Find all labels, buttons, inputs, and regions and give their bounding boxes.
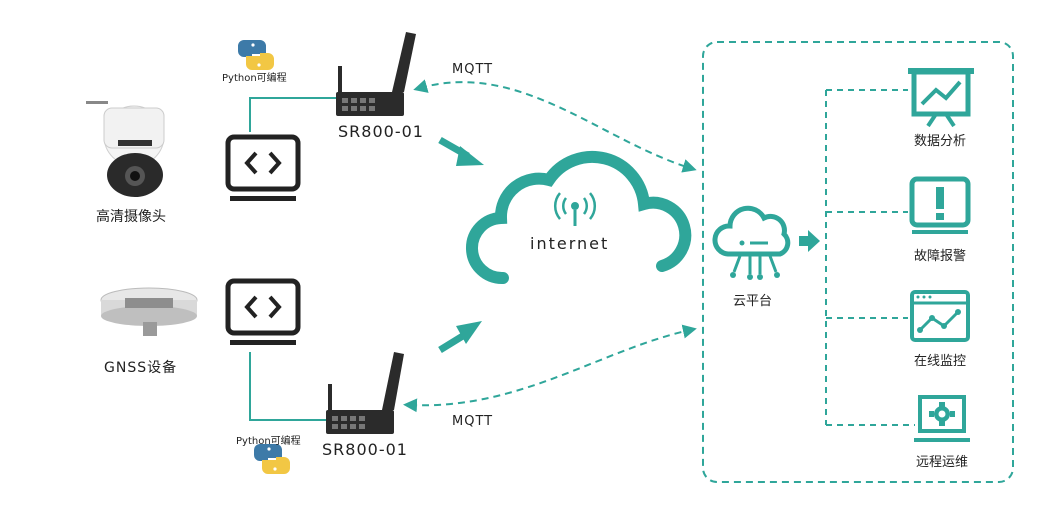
arrow-platform-to-functions: [799, 230, 820, 252]
remote-maintenance-icon: [914, 395, 970, 442]
camera-icon: [86, 101, 165, 197]
link-line-bottom: [249, 352, 326, 421]
mqtt-label-top: MQTT: [452, 62, 494, 77]
function-tree-lines: [825, 89, 915, 426]
internet-cloud-icon: [466, 150, 692, 284]
arrow-router-to-cloud-top: [438, 136, 484, 166]
signal-tower-icon: [553, 192, 597, 226]
mqtt-link-bottom: [403, 324, 697, 413]
monitor-icon-bottom: [225, 278, 301, 345]
router-icon-top: [336, 32, 416, 116]
arrow-router-to-cloud-bottom: [438, 321, 482, 353]
monitor-icon-top: [225, 134, 301, 201]
data-analysis-icon: [908, 68, 974, 128]
python-label-bottom: Python可编程: [236, 436, 301, 447]
mqtt-link-top: [413, 79, 697, 173]
python-label-top: Python可编程: [222, 73, 287, 84]
internet-label: internet: [530, 234, 610, 253]
camera-label: 高清摄像头: [96, 209, 166, 225]
gnss-label: GNSS设备: [104, 360, 178, 376]
gnss-device-icon: [100, 287, 198, 336]
link-line-top: [249, 97, 336, 132]
function-online-monitor: 在线监控: [914, 354, 967, 369]
mqtt-label-bottom: MQTT: [452, 414, 494, 429]
cloud-platform-icon: [712, 205, 791, 280]
router-icon-bottom: [326, 352, 404, 434]
platform-label: 云平台: [733, 294, 773, 309]
platform-frame: [702, 41, 1014, 483]
python-icon-bottom: [254, 444, 290, 474]
function-data-analysis: 数据分析: [914, 134, 967, 149]
function-remote-maintenance: 远程运维: [916, 455, 969, 470]
fault-alarm-icon: [909, 176, 971, 234]
online-monitor-icon: [910, 290, 970, 342]
python-icon-top: [238, 40, 274, 70]
function-fault-alarm: 故障报警: [914, 249, 967, 264]
router-label-bottom: SR800-01: [322, 440, 408, 459]
router-label-top: SR800-01: [338, 122, 424, 141]
